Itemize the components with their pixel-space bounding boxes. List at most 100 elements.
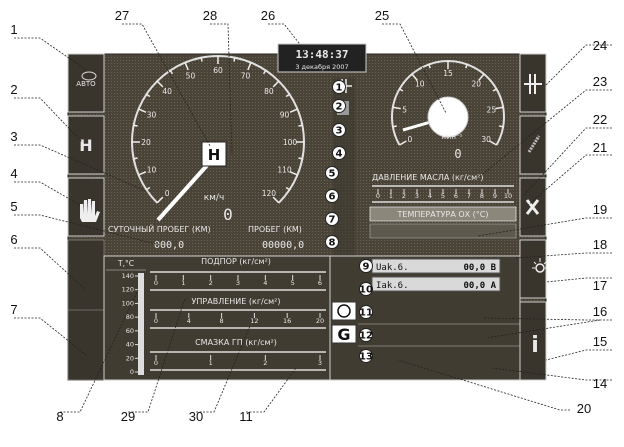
speedometer-tick [298, 157, 303, 160]
speedometer-tick [272, 80, 280, 88]
marker-13: 13 [359, 352, 373, 363]
upravlenie-tick-label: 8 [220, 317, 224, 325]
oil-pressure-tick-label: 6 [454, 192, 458, 200]
speedometer-tick [169, 70, 174, 75]
podpor-tick-label: 3 [236, 279, 240, 287]
callout-18: 18 [593, 237, 607, 252]
daily-mileage-label: СУТОЧНЫЙ ПРОБЕГ (КМ) [108, 223, 211, 234]
right-button-column: i [519, 53, 548, 381]
speedometer-badge [201, 141, 227, 167]
speedometer-tick-label: 40 [162, 87, 172, 96]
speedometer-tick [156, 196, 164, 204]
info-button[interactable] [519, 301, 547, 381]
auto-button[interactable] [67, 53, 105, 113]
upravlenie-tick-label: 0 [154, 317, 158, 325]
tachometer-tick-label: 0 [408, 135, 413, 144]
lamp-indicator [331, 301, 357, 321]
marker-7-circle [325, 212, 339, 226]
speedometer-tick [146, 93, 151, 98]
thermometer-tick-label: 0 [130, 368, 134, 376]
speedometer-tick [298, 124, 303, 127]
callout-11: 11 [239, 409, 253, 424]
speedometer-tick [285, 186, 290, 191]
marker-1: 1 [336, 83, 343, 94]
tachometer-hub [427, 96, 469, 138]
oil-pressure-tick-label: 9 [493, 192, 497, 200]
daily-mileage-value: 000,0 [154, 240, 184, 251]
speedometer-tick-label: 50 [186, 71, 196, 80]
podpor-tick-label: 4 [263, 279, 267, 287]
marker-11: 11 [359, 308, 373, 319]
tachometer-tick-label: 15 [443, 69, 453, 78]
speedometer-tick [146, 186, 151, 191]
clock-date: 3 декабря 2007 [295, 63, 348, 71]
upravlenie-tick-label: 4 [187, 317, 191, 325]
speedometer-tick [184, 62, 189, 71]
oil-pressure-tick-label: 1 [389, 192, 393, 200]
speedometer-tick [156, 80, 164, 88]
battery-current-box [371, 276, 501, 292]
marker-9-circle [359, 259, 373, 273]
marker-4: 4 [336, 149, 343, 160]
callout-17: 17 [593, 278, 607, 293]
callout-2: 2 [10, 82, 17, 97]
thermometer-column [138, 273, 144, 375]
callout-1: 1 [10, 22, 17, 37]
h-button[interactable] [67, 115, 105, 175]
speedometer-tick-label: 100 [283, 138, 298, 147]
speedometer-tick-label: 20 [141, 138, 151, 147]
podpor-tick-label: 0 [154, 279, 158, 287]
battery-voltage-label: Uak.6. [376, 263, 409, 273]
leader-lines [14, 23, 612, 413]
tachometer-value: 0 [454, 147, 461, 161]
smazka-tick-label: 2 [263, 359, 267, 367]
oil-pressure-tick-label: 5 [441, 192, 445, 200]
lamp-button[interactable] [519, 239, 547, 299]
tachometer-tick-label: 10 [415, 79, 425, 88]
callout-27: 27 [115, 8, 129, 23]
tachometer-tick [478, 73, 485, 81]
marker-11-circle [359, 305, 373, 319]
clutch-icon [524, 74, 542, 94]
marker-8-circle [325, 235, 339, 249]
callout-20: 20 [577, 401, 591, 416]
thermometer-tick-label: 120 [122, 286, 134, 294]
podpor-title: ПОДПОР (кг/см²) [201, 257, 271, 266]
podpor-tick-label: 2 [209, 279, 213, 287]
speedometer-tick-label: 80 [264, 87, 274, 96]
speedometer-needle [156, 160, 212, 222]
marker-2-circle [332, 99, 346, 113]
speedometer-tick-label: 10 [147, 166, 157, 175]
podpor-tick-label: 5 [291, 279, 295, 287]
clock: 13:48:37 3 декабря 2007 [277, 43, 367, 73]
oil-pressure-tick-label: 0 [376, 192, 380, 200]
thermometer-title: T,°C [117, 259, 134, 268]
info-icon: i [531, 333, 539, 358]
marker-3-circle [332, 123, 346, 137]
callout-23: 23 [593, 74, 607, 89]
tools-icon [525, 199, 540, 215]
smazka-tick-label: 3 [318, 359, 322, 367]
gauge-button[interactable] [519, 115, 547, 175]
tachometer-tick [492, 88, 497, 92]
callout-7: 7 [10, 302, 17, 317]
callout-5: 5 [10, 199, 17, 214]
speedometer-tick-label: 30 [147, 110, 157, 119]
smazka-title: СМАЗКА ГП (кг/см²) [195, 338, 277, 347]
speedometer-tick [138, 171, 147, 176]
tachometer-tick [392, 125, 397, 128]
gauge-bars-icon [527, 135, 541, 153]
auto-button-label: АВТО [76, 80, 96, 88]
callout-21: 21 [593, 140, 607, 155]
tachometer-tick [495, 106, 504, 110]
battery-current-value: 00,0 А [463, 281, 496, 291]
tachometer-tick [399, 88, 404, 92]
h-button-label: H [79, 136, 92, 155]
speedometer-tick [289, 171, 298, 176]
marker-6: 6 [329, 192, 336, 203]
